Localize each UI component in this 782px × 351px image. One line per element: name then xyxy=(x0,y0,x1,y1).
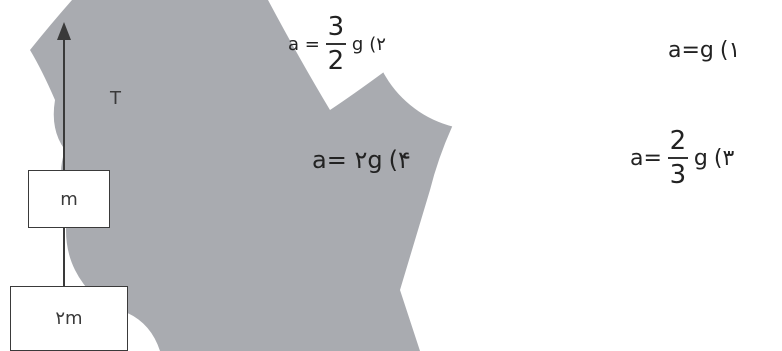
upper-block-label: m xyxy=(60,188,78,210)
option-2-denominator: 2 xyxy=(327,46,345,76)
option-3-suffix: g xyxy=(693,145,708,171)
option-2-prefix: a = xyxy=(288,33,320,55)
silhouette-circle-cutout xyxy=(370,0,590,130)
option-4-expression: a= ۲g xyxy=(312,146,383,174)
option-1[interactable]: a=g (۱ xyxy=(668,38,740,63)
option-3-fraction-bar xyxy=(667,157,688,159)
option-2-suffix: g xyxy=(351,33,364,55)
tension-arrow-shaft xyxy=(63,38,65,170)
tension-label: T xyxy=(110,88,121,109)
option-3[interactable]: a= 2 3 g (۳ xyxy=(630,128,734,188)
connecting-rope xyxy=(63,228,65,286)
option-3-numerator: 2 xyxy=(669,126,687,156)
option-4[interactable]: a= ۲g (۴ xyxy=(312,146,411,174)
option-2[interactable]: a = 3 2 g (۲ xyxy=(288,14,386,74)
option-3-denominator: 3 xyxy=(669,160,687,190)
option-1-number: (۱ xyxy=(719,38,741,63)
lower-block: ۲m xyxy=(10,286,128,351)
option-3-number: (۳ xyxy=(713,145,735,171)
option-4-number: (۴ xyxy=(388,146,411,174)
option-3-prefix: a= xyxy=(630,145,662,171)
tension-arrow-head xyxy=(57,22,71,40)
option-3-fraction: 2 3 xyxy=(667,126,688,190)
option-2-number: (۲ xyxy=(369,33,386,55)
upper-block: m xyxy=(28,170,110,228)
option-2-fraction-bar xyxy=(325,43,346,45)
option-1-expression: a=g xyxy=(668,38,714,63)
lower-block-label: ۲m xyxy=(55,308,83,329)
option-2-numerator: 3 xyxy=(327,12,345,42)
option-2-fraction: 3 2 xyxy=(325,12,346,76)
